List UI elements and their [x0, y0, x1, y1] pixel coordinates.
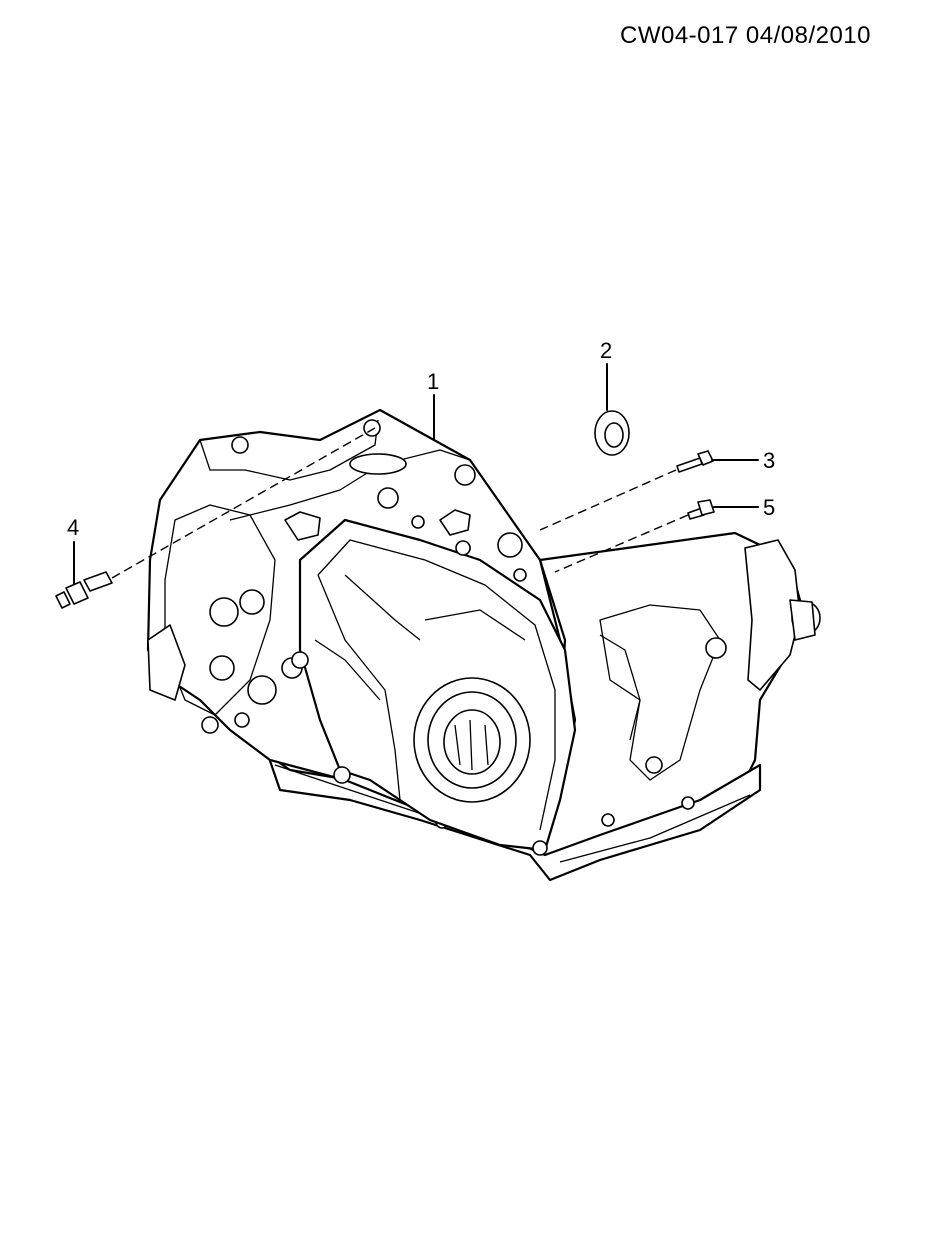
- bolt-part-3: [676, 450, 714, 473]
- stud-part-4: [55, 571, 113, 609]
- callout-3: 3: [763, 448, 775, 473]
- callout-1: 1: [427, 369, 439, 394]
- callout-4: 4: [67, 515, 79, 540]
- transaxle-assembly: [146, 408, 821, 882]
- callout-5: 5: [763, 495, 775, 520]
- bolt-part-5: [687, 499, 715, 520]
- callout-2: 2: [600, 338, 612, 363]
- diagram-code-date: CW04-017 04/08/2010: [620, 22, 871, 49]
- washer-part: [594, 410, 630, 456]
